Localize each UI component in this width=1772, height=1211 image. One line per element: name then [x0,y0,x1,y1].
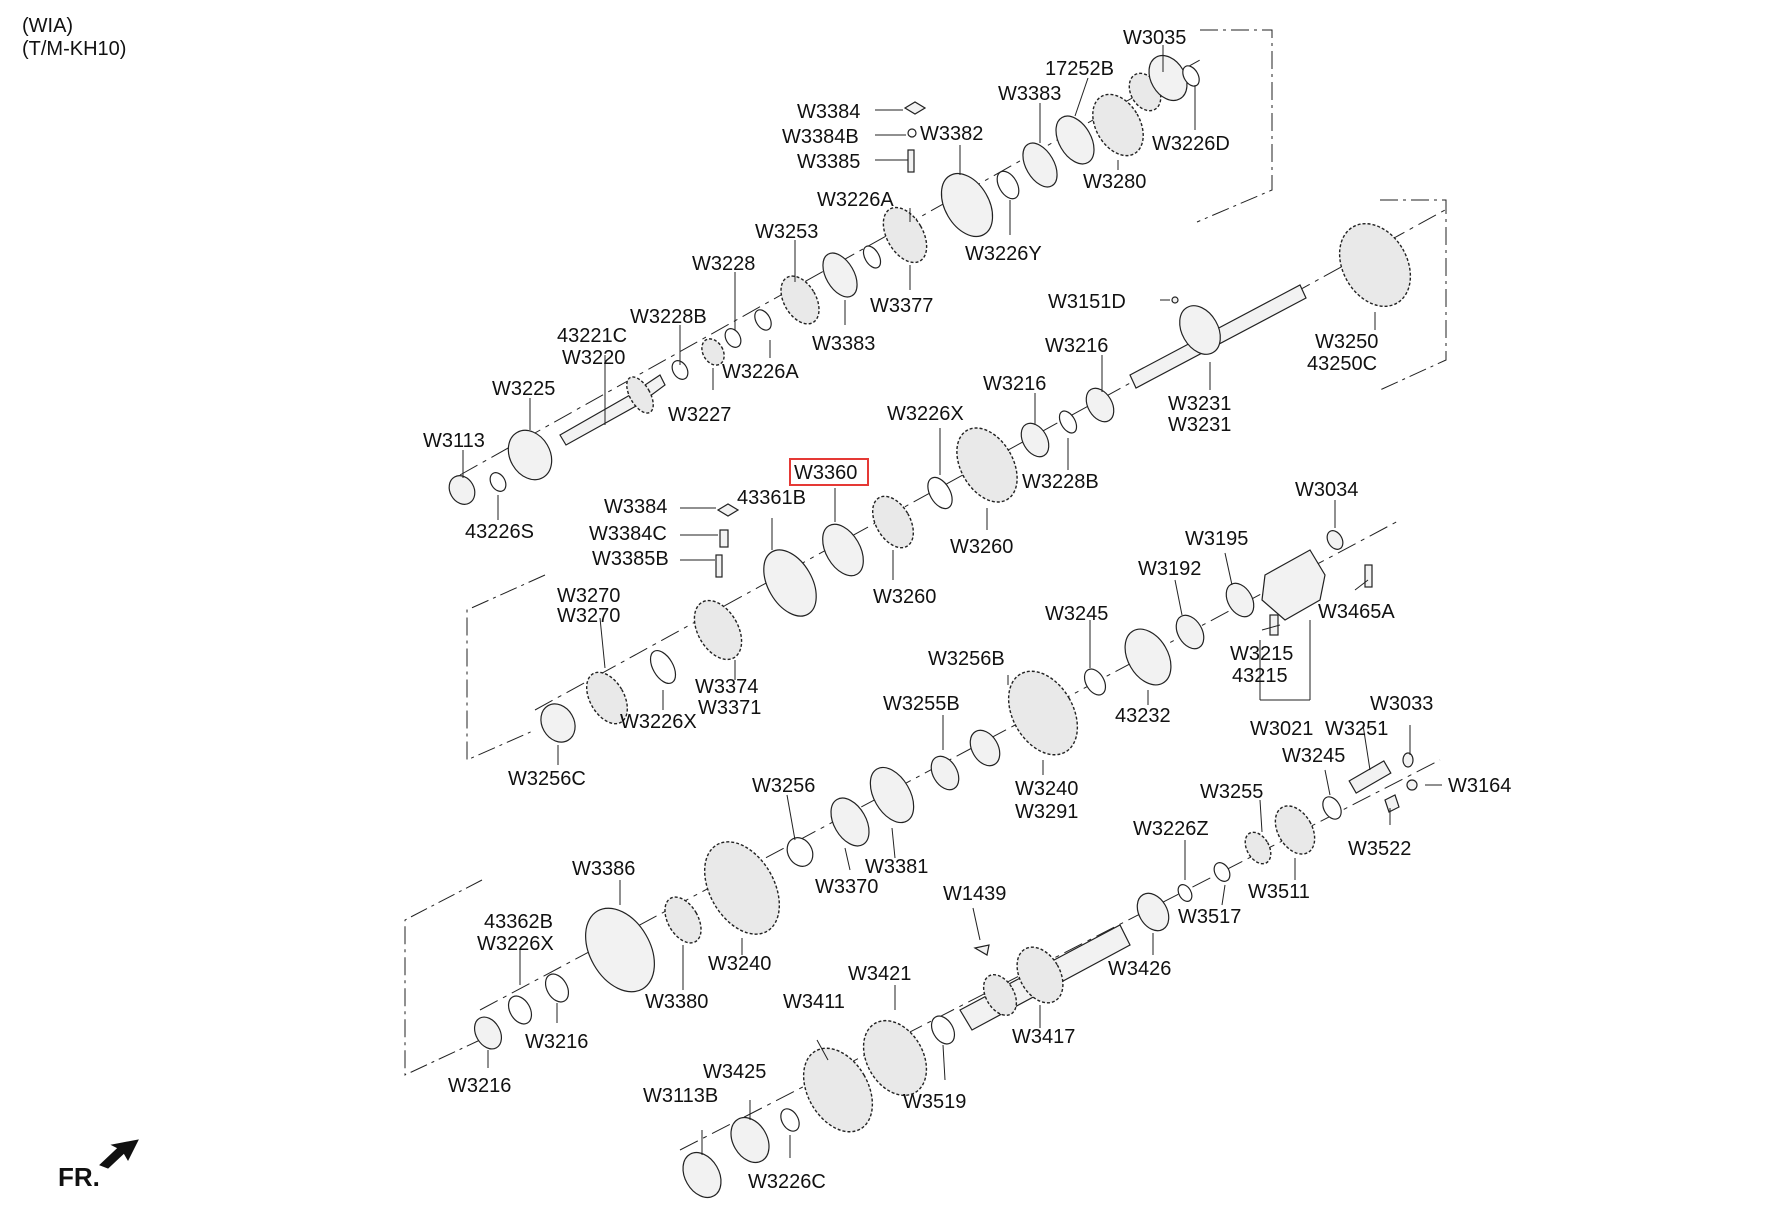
part-label[interactable]: W3226Z [1133,818,1209,840]
parts [448,54,1418,1199]
part-label[interactable]: W3225 [492,378,555,400]
part-label[interactable]: W3226X [477,933,554,955]
part-label[interactable]: W3384B [782,126,859,148]
part-label[interactable]: W3228B [630,306,707,328]
part-label[interactable]: W3228B [1022,471,1099,493]
part-label[interactable]: W3291 [1015,801,1078,823]
part-label[interactable]: W3231 [1168,393,1231,415]
part-label[interactable]: W3226X [620,711,697,733]
part-label[interactable]: W3226A [817,189,894,211]
part-label[interactable]: W3384 [604,496,667,518]
part-label[interactable]: W3231 [1168,414,1231,436]
part-label[interactable]: W3511 [1248,881,1310,903]
part-labels: W3035 17252B W3383 W3384 W3384B W3385 W3… [423,27,1511,1193]
fr-label: FR. [58,1162,100,1192]
part-label[interactable]: W3384C [589,523,667,545]
part-label[interactable]: W3270 [557,585,620,607]
part-label[interactable]: W3216 [525,1031,588,1053]
front-direction-marker: FR. [58,1139,139,1192]
part-label[interactable]: W3377 [870,295,933,317]
part-label[interactable]: W3270 [557,605,620,627]
part-label[interactable]: W3245 [1282,745,1345,767]
part-label[interactable]: W3370 [815,876,878,898]
part-label[interactable]: W3216 [1045,335,1108,357]
part-label[interactable]: W3164 [1448,775,1511,797]
leader-lines [462,45,1442,1158]
part-label[interactable]: W3033 [1370,693,1433,715]
part-label[interactable]: W3113 [423,430,485,452]
part-label[interactable]: W3195 [1185,528,1248,550]
part-label[interactable]: W3280 [1083,171,1146,193]
part-label[interactable]: W3192 [1138,558,1201,580]
part-label[interactable]: W3380 [645,991,708,1013]
part-label[interactable]: W3240 [708,953,771,975]
part-label[interactable]: 43361B [737,487,806,509]
part-label[interactable]: 43226S [465,521,534,543]
part-label[interactable]: W3383 [812,333,875,355]
part-label[interactable]: W3240 [1015,778,1078,800]
part-label[interactable]: W3226X [887,403,964,425]
part-label[interactable]: 43221C [557,325,627,347]
part-label[interactable]: W3385 [797,151,860,173]
part-label[interactable]: W3256C [508,768,586,790]
part-label[interactable]: W3519 [903,1091,966,1113]
arrow-icon [99,1139,139,1169]
highlight-box [789,458,869,486]
part-label[interactable]: W3411 [783,991,845,1013]
part-label[interactable]: W3417 [1012,1026,1075,1048]
part-label[interactable]: W3113B [643,1085,718,1107]
part-label[interactable]: W3253 [755,221,818,243]
part-label[interactable]: W3360 [794,462,857,484]
part-label[interactable]: W3255 [1200,781,1263,803]
part-label[interactable]: W3421 [848,963,911,985]
boundary-brackets [404,29,1447,1076]
part-label[interactable]: W3227 [668,404,731,426]
part-label[interactable]: W3374 [695,676,758,698]
part-label[interactable]: W3385B [592,548,669,570]
part-label[interactable]: W3216 [448,1075,511,1097]
part-label[interactable]: W3384 [797,101,860,123]
part-label[interactable]: 43362B [484,911,553,933]
part-label[interactable]: W3245 [1045,603,1108,625]
part-label[interactable]: W3256 [752,775,815,797]
part-label[interactable]: W3021 [1250,718,1313,740]
part-label[interactable]: 43215 [1232,665,1288,687]
part-label[interactable]: W3522 [1348,838,1411,860]
part-label[interactable]: W3371 [698,697,761,719]
part-label[interactable]: W3383 [998,83,1061,105]
part-label[interactable]: W3228 [692,253,755,275]
part-label[interactable]: W3251 [1325,718,1388,740]
part-label[interactable]: W3034 [1295,479,1358,501]
part-label[interactable]: W3260 [950,536,1013,558]
part-label[interactable]: W3256B [928,648,1005,670]
part-label[interactable]: W3465A [1318,601,1395,623]
part-label[interactable]: 17252B [1045,58,1114,80]
part-label[interactable]: W3517 [1178,906,1241,928]
header-line-1: (WIA) [22,15,73,37]
part-label[interactable]: W3255B [883,693,960,715]
part-label[interactable]: 43232 [1115,705,1171,727]
part-label[interactable]: W3250 [1315,331,1378,353]
part-label[interactable]: W3226Y [965,243,1042,265]
part-label[interactable]: W1439 [943,883,1006,905]
part-label[interactable]: W3216 [983,373,1046,395]
part-label[interactable]: W3260 [873,586,936,608]
part-label[interactable]: W3386 [572,858,635,880]
part-label[interactable]: W3382 [920,123,983,145]
part-label[interactable]: W3220 [562,347,625,369]
part-label[interactable]: W3426 [1108,958,1171,980]
part-label[interactable]: W3151D [1048,291,1126,313]
part-label[interactable]: W3215 [1230,643,1293,665]
part-label[interactable]: 43250C [1307,353,1377,375]
header-line-2: (T/M-KH10) [22,38,126,60]
part-label[interactable]: W3381 [865,856,928,878]
part-label[interactable]: W3425 [703,1061,766,1083]
part-label[interactable]: W3226D [1152,133,1230,155]
part-label[interactable]: W3226A [722,361,799,383]
part-label[interactable]: W3035 [1123,27,1186,49]
part-label[interactable]: W3226C [748,1171,826,1193]
